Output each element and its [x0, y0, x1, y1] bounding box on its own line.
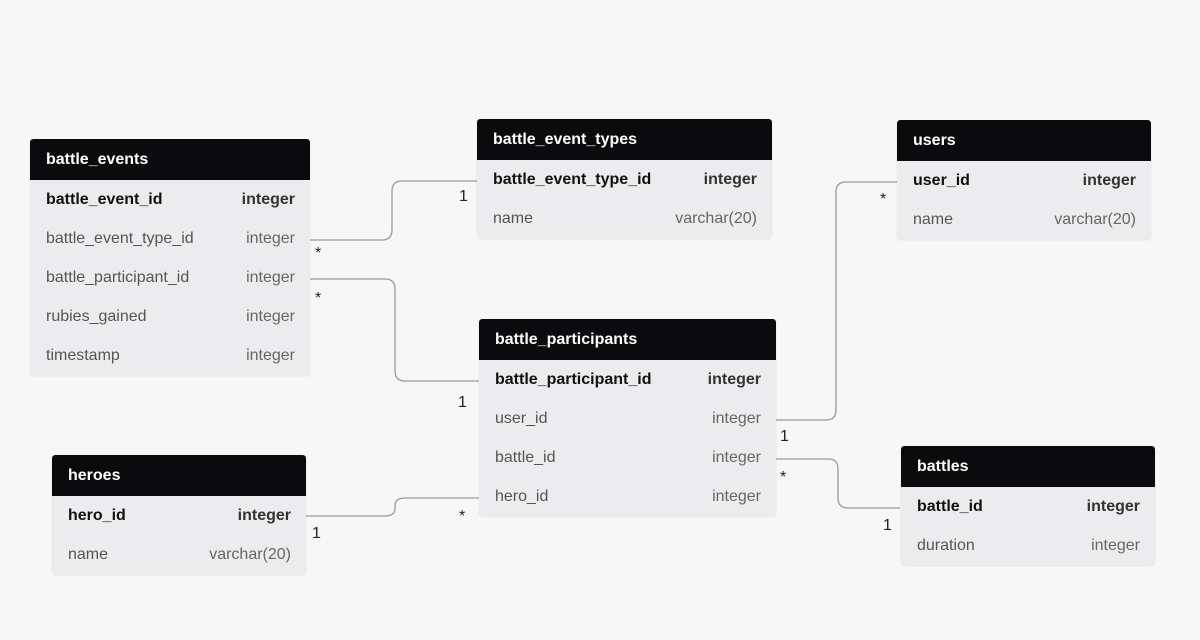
column-type: integer — [712, 487, 761, 505]
column-row[interactable]: rubies_gained integer — [30, 297, 310, 336]
column-row[interactable]: name varchar(20) — [477, 199, 772, 238]
column-row[interactable]: battle_participant_id integer — [30, 258, 310, 297]
table-title: battles — [901, 446, 1155, 487]
column-type: integer — [712, 448, 761, 466]
table-battle-events[interactable]: battle_events battle_event_id integer ba… — [30, 139, 310, 375]
column-name: duration — [917, 536, 975, 554]
link-participant-user — [776, 181, 897, 421]
column-type: varchar(20) — [1054, 210, 1136, 228]
column-name: user_id — [913, 171, 970, 189]
column-name: battle_id — [917, 497, 983, 515]
column-name: battle_event_type_id — [493, 170, 652, 188]
column-row[interactable]: user_id integer — [479, 399, 776, 438]
column-type: integer — [1086, 497, 1140, 515]
table-battle-event-types[interactable]: battle_event_types battle_event_type_id … — [477, 119, 772, 238]
card-participant-hero-many: * — [459, 508, 465, 525]
card-participant-battle-one: 1 — [883, 517, 892, 534]
card-participant-battle-many: * — [780, 469, 786, 486]
table-battles[interactable]: battles battle_id integer duration integ… — [901, 446, 1155, 565]
table-title: users — [897, 120, 1151, 161]
column-row[interactable]: timestamp integer — [30, 336, 310, 375]
column-type: integer — [712, 409, 761, 427]
column-type: integer — [703, 170, 757, 188]
card-event-type-many: * — [315, 245, 321, 262]
column-type: integer — [246, 307, 295, 325]
column-name: name — [913, 210, 954, 228]
column-row[interactable]: name varchar(20) — [897, 200, 1151, 239]
column-type: integer — [1091, 536, 1140, 554]
column-row[interactable]: battle_event_type_id integer — [30, 219, 310, 258]
column-type: varchar(20) — [675, 209, 757, 227]
column-type: integer — [246, 346, 295, 364]
column-row[interactable]: battle_event_id integer — [30, 180, 310, 219]
column-name: battle_participant_id — [495, 370, 652, 388]
column-type: integer — [246, 268, 295, 286]
column-row[interactable]: user_id integer — [897, 161, 1151, 200]
column-name: battle_id — [495, 448, 556, 466]
column-name: hero_id — [495, 487, 549, 505]
card-event-participant-one: 1 — [458, 394, 467, 411]
column-name: hero_id — [68, 506, 126, 524]
column-row[interactable]: battle_event_type_id integer — [477, 160, 772, 199]
column-name: name — [68, 545, 109, 563]
column-name: battle_participant_id — [46, 268, 190, 286]
column-row[interactable]: battle_id integer — [901, 487, 1155, 526]
column-row[interactable]: hero_id integer — [52, 496, 306, 535]
table-title: heroes — [52, 455, 306, 496]
table-title: battle_event_types — [477, 119, 772, 160]
column-type: varchar(20) — [209, 545, 291, 563]
link-participant-battle — [776, 458, 900, 509]
card-participant-user-one: 1 — [780, 428, 789, 445]
card-event-participant-many: * — [315, 290, 321, 307]
column-name: name — [493, 209, 534, 227]
link-event-participant — [310, 278, 479, 382]
column-row[interactable]: duration integer — [901, 526, 1155, 565]
column-row[interactable]: battle_id integer — [479, 438, 776, 477]
table-title: battle_participants — [479, 319, 776, 360]
column-type: integer — [237, 506, 291, 524]
table-users[interactable]: users user_id integer name varchar(20) — [897, 120, 1151, 239]
column-name: battle_event_id — [46, 190, 163, 208]
link-event-type — [310, 180, 477, 241]
column-name: timestamp — [46, 346, 120, 364]
column-row[interactable]: battle_participant_id integer — [479, 360, 776, 399]
column-row[interactable]: hero_id integer — [479, 477, 776, 516]
card-participant-user-many: * — [880, 191, 886, 208]
link-participant-hero — [306, 497, 479, 517]
column-row[interactable]: name varchar(20) — [52, 535, 306, 574]
column-type: integer — [241, 190, 295, 208]
table-title: battle_events — [30, 139, 310, 180]
table-heroes[interactable]: heroes hero_id integer name varchar(20) — [52, 455, 306, 574]
card-participant-hero-one: 1 — [312, 525, 321, 542]
column-type: integer — [246, 229, 295, 247]
column-name: rubies_gained — [46, 307, 147, 325]
table-battle-participants[interactable]: battle_participants battle_participant_i… — [479, 319, 776, 516]
column-type: integer — [707, 370, 761, 388]
card-event-type-one: 1 — [459, 188, 468, 205]
column-name: battle_event_type_id — [46, 229, 194, 247]
column-type: integer — [1082, 171, 1136, 189]
column-name: user_id — [495, 409, 548, 427]
